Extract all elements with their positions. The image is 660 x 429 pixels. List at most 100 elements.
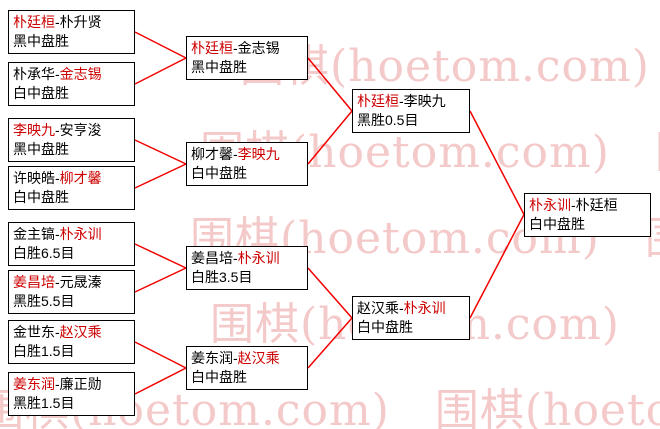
match-box: 金世东-赵汉乘白胜1.5目 [8, 320, 135, 364]
bracket-connector [469, 214, 525, 319]
bracket-connector [307, 267, 353, 319]
match-players: 姜东润-廉正勋 [13, 375, 130, 394]
player-name: 金志锡 [237, 40, 280, 56]
player-separator: - [55, 324, 60, 340]
match-box: 赵汉乘-朴永训白中盘胜 [352, 296, 470, 340]
player-name: 许映皓 [13, 170, 55, 186]
player-name: 朴承华 [13, 66, 55, 82]
match-players: 金主镐-朴永训 [13, 225, 130, 244]
player-name-winner: 朴永训 [59, 226, 102, 242]
match-box: 朴廷桓-金志锡黑中盘胜 [186, 36, 308, 80]
bracket-connector [134, 341, 187, 369]
bracket-connector [307, 110, 353, 165]
player-name-winner: 朴永训 [237, 250, 280, 266]
match-box: 朴廷桓-李映九黑胜0.5目 [352, 89, 470, 133]
match-result: 白胜1.5目 [13, 343, 75, 359]
match-result: 白中盘胜 [357, 319, 413, 335]
bracket-connector [134, 267, 187, 293]
player-name-winner: 朴廷桓 [357, 93, 399, 109]
player-name-winner: 姜昌培 [13, 274, 55, 290]
player-name: 金主镐 [13, 226, 55, 242]
player-separator: - [233, 40, 238, 56]
player-separator: - [399, 93, 404, 109]
match-result: 黑胜5.5目 [13, 293, 75, 309]
bracket-connector [134, 367, 187, 395]
player-name: 赵汉乘 [357, 300, 399, 316]
player-name: 廉正勋 [59, 376, 102, 392]
bracket-connector [134, 243, 187, 269]
player-separator: - [233, 250, 238, 266]
player-separator: - [55, 376, 60, 392]
player-separator: - [55, 14, 60, 30]
bracket-connector [134, 31, 187, 59]
match-box: 朴承华-金志锡白中盘胜 [8, 62, 135, 106]
match-box: 李映九-安亨浚黑中盘胜 [8, 118, 135, 162]
match-players: 朴承华-金志锡 [13, 65, 130, 84]
match-players: 金世东-赵汉乘 [13, 323, 130, 342]
player-separator: - [55, 274, 60, 290]
match-players: 姜昌培-元晟溱 [13, 273, 130, 292]
match-box: 金主镐-朴永训白胜6.5目 [8, 222, 135, 266]
player-separator: - [55, 226, 60, 242]
match-box: 姜东润-廉正勋黑胜1.5目 [8, 372, 135, 416]
match-result: 黑中盘胜 [13, 141, 69, 157]
player-name-winner: 柳才馨 [59, 170, 102, 186]
player-name-winner: 朴永训 [529, 196, 571, 213]
match-result: 白胜3.5目 [191, 269, 253, 285]
match-box: 姜东润-赵汉乘白中盘胜 [186, 346, 308, 390]
bracket-connector [307, 57, 353, 112]
player-name-winner: 李映九 [237, 146, 280, 162]
player-name: 姜东润 [191, 350, 233, 366]
player-separator: - [55, 122, 60, 138]
match-result: 白中盘胜 [13, 85, 69, 101]
match-players: 赵汉乘-朴永训 [357, 299, 465, 318]
bracket-connector [134, 57, 187, 85]
bracket-connector [134, 163, 187, 189]
match-result: 白中盘胜 [191, 165, 247, 181]
match-result: 白中盘胜 [191, 369, 247, 385]
player-separator: - [399, 300, 404, 316]
player-name-winner: 赵汉乘 [59, 324, 102, 340]
match-players: 朴永训-朴廷桓 [529, 196, 646, 215]
player-separator: - [571, 196, 576, 213]
match-players: 朴廷桓-李映九 [357, 92, 465, 111]
player-separator: - [55, 170, 60, 186]
player-name: 金世东 [13, 324, 55, 340]
player-separator: - [233, 350, 238, 366]
player-name-winner: 朴廷桓 [13, 14, 55, 30]
match-box: 朴永训-朴廷桓白中盘胜 [524, 192, 651, 237]
match-players: 许映皓-柳才馨 [13, 169, 130, 188]
match-players: 朴廷桓-朴升贤 [13, 13, 130, 32]
bracket-connector [307, 317, 353, 369]
player-name: 李映九 [403, 93, 446, 109]
player-name: 姜昌培 [191, 250, 233, 266]
match-box: 柳才馨-李映九白中盘胜 [186, 142, 308, 186]
player-name-winner: 金志锡 [59, 66, 102, 82]
match-players: 李映九-安亨浚 [13, 121, 130, 140]
player-name-winner: 朴永训 [403, 300, 446, 316]
match-box: 姜昌培-元晟溱黑胜5.5目 [8, 270, 135, 314]
match-players: 朴廷桓-金志锡 [191, 39, 303, 58]
bracket-connector [469, 110, 525, 215]
player-name: 朴廷桓 [575, 196, 618, 213]
player-name: 安亨浚 [59, 122, 102, 138]
match-result: 白中盘胜 [13, 189, 69, 205]
bracket-connector [134, 139, 187, 165]
match-box: 姜昌培-朴永训白胜3.5目 [186, 246, 308, 290]
player-name: 元晟溱 [59, 274, 102, 290]
player-name-winner: 朴廷桓 [191, 40, 233, 56]
match-players: 姜昌培-朴永训 [191, 249, 303, 268]
player-separator: - [233, 146, 238, 162]
match-players: 姜东润-赵汉乘 [191, 349, 303, 368]
player-name: 柳才馨 [191, 146, 233, 162]
player-separator: - [55, 66, 60, 82]
player-name: 朴升贤 [59, 14, 102, 30]
match-result: 白胜6.5目 [13, 245, 75, 261]
match-box: 许映皓-柳才馨白中盘胜 [8, 166, 135, 210]
match-result: 黑胜0.5目 [357, 112, 419, 128]
player-name-winner: 姜东润 [13, 376, 55, 392]
watermark-text: 围棋(hoetom.com) 围棋(hoetom.com) [240, 41, 660, 92]
